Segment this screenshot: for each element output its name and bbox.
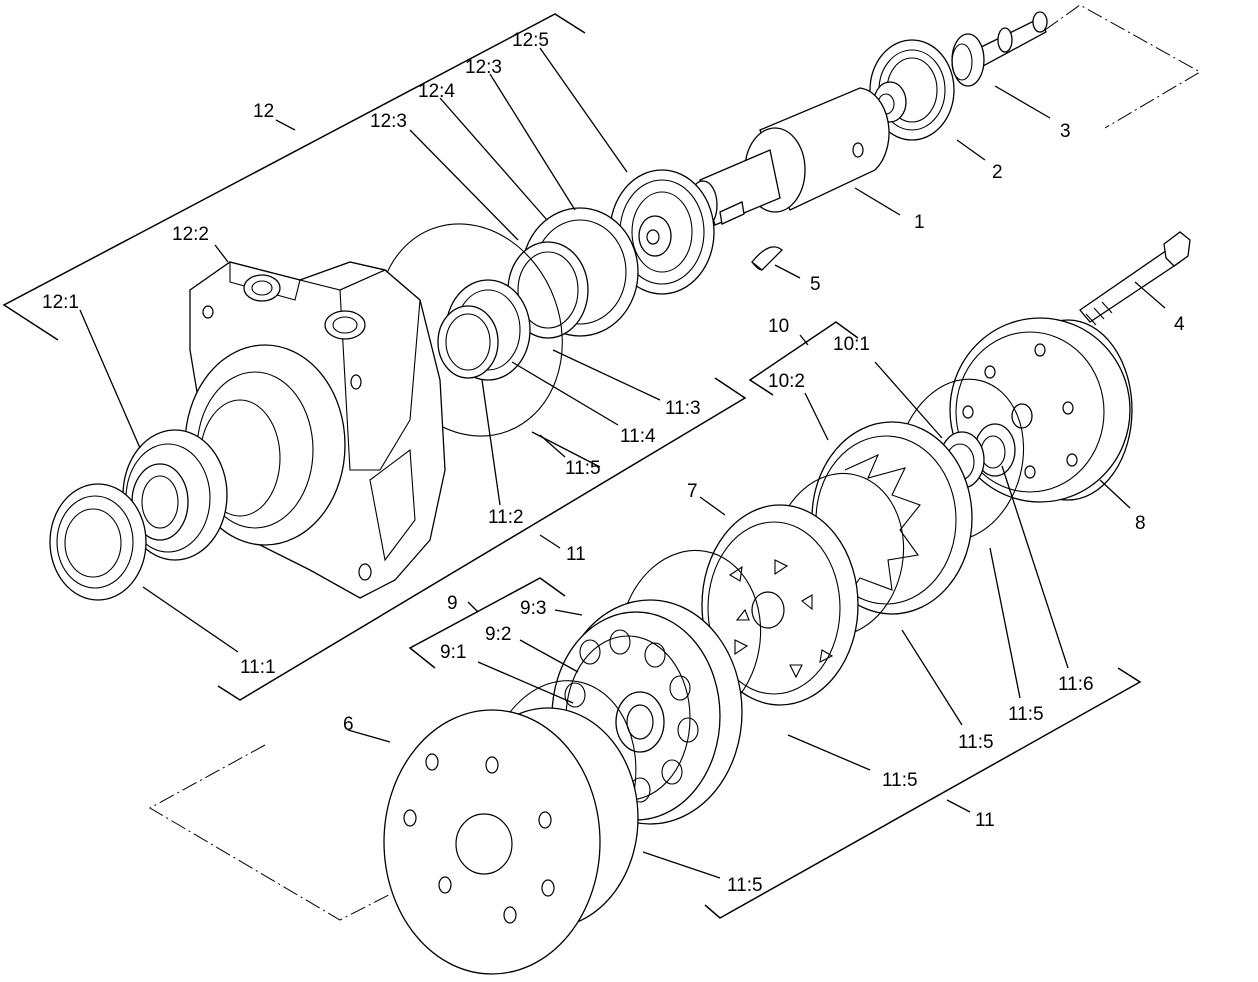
housing-12-2 <box>184 261 446 599</box>
callout-11-5-a: 11:5 <box>565 458 601 479</box>
callout-11-6: 11:6 <box>1058 674 1094 695</box>
callout-6: 6 <box>343 714 354 735</box>
callout-12-5: 12:5 <box>512 30 549 51</box>
leader-lines <box>79 47 1166 879</box>
callout-12-3-a: 12:3 <box>370 111 407 132</box>
callout-3: 3 <box>1060 121 1071 142</box>
valve-plate-part-7 <box>701 504 859 706</box>
callout-12-3-b: 12:3 <box>465 57 502 78</box>
callout-12: 12 <box>253 101 274 122</box>
output-shaft-part-1 <box>688 87 890 230</box>
callout-8: 8 <box>1135 513 1146 534</box>
callout-11-3: 11:3 <box>665 398 701 419</box>
callout-12-1: 12:1 <box>42 292 79 313</box>
callout-11-2: 11:2 <box>488 507 524 528</box>
group-brackets <box>2 13 1142 919</box>
shaft-seal-11-1 <box>49 483 147 601</box>
callout-5: 5 <box>810 274 821 295</box>
callout-11-5-b: 11:5 <box>1008 704 1044 725</box>
callout-9-3: 9:3 <box>520 598 546 619</box>
callout-11-bottom: 11 <box>975 810 995 831</box>
bracket-9 <box>408 577 566 669</box>
seals-11-2-11-3-11-4 <box>437 279 531 381</box>
callout-11-top: 11 <box>566 544 586 565</box>
drive-shaft-part-3 <box>951 11 1048 87</box>
end-plate-part-6 <box>383 707 639 975</box>
key-part-5 <box>751 246 783 271</box>
callout-11-5-e: 11:5 <box>727 875 763 896</box>
bracket-12 <box>2 13 586 341</box>
callout-10: 10 <box>768 316 789 337</box>
bolt-part-4 <box>1079 231 1191 326</box>
callout-12-2: 12:2 <box>172 224 209 245</box>
bracket-11-lower <box>704 667 1142 919</box>
callout-11-5-d: 11:5 <box>882 770 918 791</box>
callout-4: 4 <box>1174 314 1185 335</box>
callout-9-1: 9:1 <box>440 642 466 663</box>
needle-bearing-12-1 <box>122 429 228 561</box>
callout-1: 1 <box>914 212 925 233</box>
callout-7: 7 <box>687 481 698 502</box>
callout-11-1: 11:1 <box>240 657 276 678</box>
callout-9: 9 <box>447 593 458 614</box>
callout-labels: 1 2 3 4 5 6 7 8 9 9:1 9:2 9:3 10 10:1 10… <box>42 30 1185 896</box>
bracket-10 <box>748 321 859 396</box>
bracket-11-upper <box>217 377 747 701</box>
callout-2: 2 <box>992 162 1003 183</box>
callout-10-2: 10:2 <box>768 371 805 392</box>
callout-9-2: 9:2 <box>485 624 511 645</box>
callout-11-4: 11:4 <box>620 426 656 447</box>
callout-12-4: 12:4 <box>418 81 455 102</box>
callout-10-1: 10:1 <box>833 334 870 355</box>
callout-11-5-c: 11:5 <box>958 732 994 753</box>
